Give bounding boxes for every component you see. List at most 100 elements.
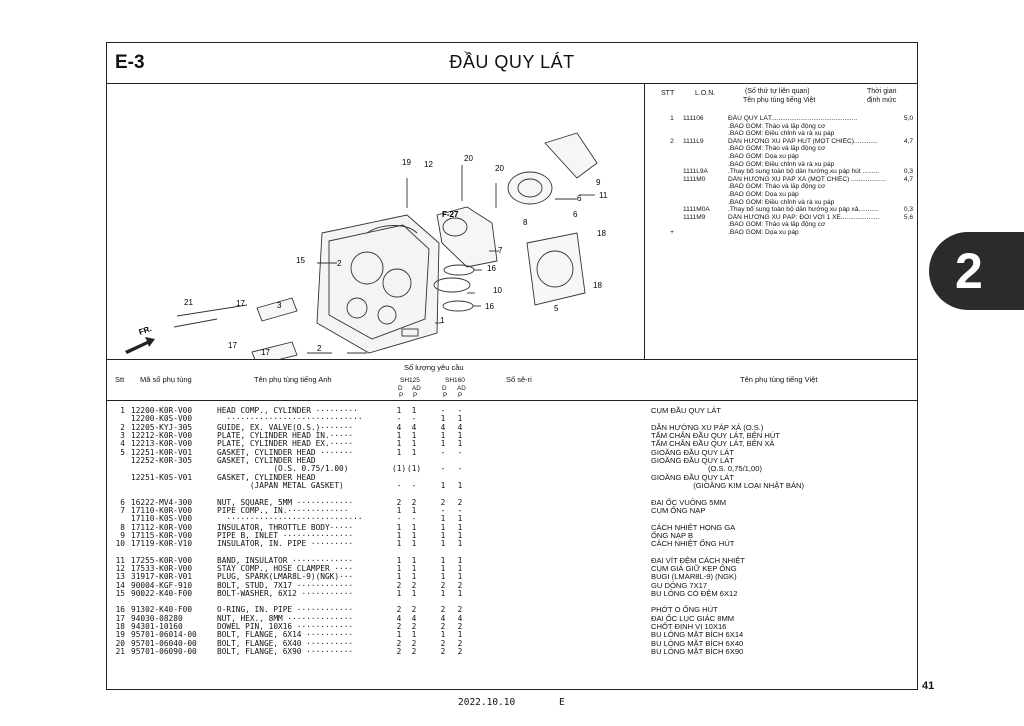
ref-cell-time: 4,7 [903, 175, 913, 183]
part-quantity: 1 [411, 555, 417, 565]
diagram-callout: 1 [440, 316, 445, 325]
part-number: 12252-K0R-305 [131, 456, 193, 466]
part-quantity: - [396, 481, 402, 491]
part-quantity: - [440, 505, 446, 515]
parts-header-p: P [443, 392, 448, 399]
diagram-callout: 18 [597, 229, 606, 238]
part-name-en: GUIDE, EX. VALVE(O.S.)······· [217, 422, 354, 432]
part-number: 17119-K0R-V10 [131, 539, 193, 549]
part-ref-number: 19 [115, 630, 125, 640]
part-name-en: INSULATOR, THROTTLE BODY····· [217, 522, 354, 532]
part-name-vn: ĐAI ỐC VUÔNG 5MM [651, 497, 727, 507]
part-quantity: (1) [407, 464, 422, 474]
part-quantity: 1 [457, 414, 463, 424]
part-name-en: NUT, HEX., 8MM ·············· [217, 613, 354, 623]
part-quantity: - [457, 447, 463, 457]
part-quantity: - [440, 447, 446, 457]
part-name-en: PIPE B, INLET ··············· [217, 530, 354, 540]
part-quantity: 1 [457, 563, 463, 573]
part-quantity: 1 [457, 589, 463, 598]
part-name-en: BOLT-WASHER, 6X12 ··········· [217, 589, 354, 598]
diagram-callout: 6 [573, 210, 578, 219]
part-ref-number: 12 [115, 563, 125, 573]
ref-cell-lon: 1111M0 [683, 175, 706, 183]
part-quantity: 1 [411, 630, 417, 640]
diagram-callout: 15 [296, 256, 305, 265]
part-quantity: 2 [457, 497, 463, 507]
part-name-vn: ĐAI ỐC LỤC GIÁC 8MM [651, 613, 735, 623]
part-quantity: 2 [411, 622, 417, 632]
ref-cell-desc: .BAO GỒM: Điều chỉnh và rà xu páp [728, 130, 835, 138]
ref-cell-stt: + [670, 229, 674, 236]
diagram-callout: 17 [261, 348, 270, 357]
part-name-vn: ĐAI VÍT ĐỆM CÁCH NHIỆT [651, 555, 745, 565]
part-number: 31917-K0R-V01 [131, 572, 193, 582]
part-quantity: - [440, 464, 446, 474]
part-number: 17112-K0R-V00 [131, 522, 193, 532]
part-quantity: 1 [396, 630, 402, 640]
part-quantity: 1 [411, 563, 417, 573]
page-title: ĐẦU QUY LÁT [449, 52, 575, 72]
part-quantity: 1 [396, 447, 402, 457]
part-ref-number: 1 [120, 406, 125, 415]
part-quantity: 2 [457, 638, 463, 648]
chapter-number: 2 [955, 243, 983, 299]
ref-cell-desc: DẪN HƯỚNG XU PÁP XẢ (MỘT CHIẾC) ........… [728, 175, 886, 183]
parts-header-qty: Số lượng yêu cầu [404, 363, 464, 372]
part-number: 90004-KGF-910 [131, 580, 193, 590]
section-code: E-3 [115, 52, 145, 73]
part-quantity: 1 [440, 630, 446, 640]
part-name-vn: BUGI (LMAR8L-9) (NGK) [651, 572, 737, 582]
ref-cell-stt: 1 [670, 115, 674, 122]
part-number: 16222-MV4-300 [131, 497, 193, 507]
part-quantity: - [396, 414, 402, 424]
part-quantity: 2 [440, 605, 446, 615]
diagram-callout: FR. [138, 324, 153, 337]
part-name-vn: TẤM CHẮN ĐẦU QUY LÁT, BÊN HÚT [651, 431, 780, 441]
part-quantity: 1 [396, 406, 402, 415]
part-quantity: 1 [411, 439, 417, 449]
part-quantity: 1 [440, 555, 446, 565]
part-quantity: 2 [396, 497, 402, 507]
part-number: 90022-K40-F00 [131, 589, 193, 598]
diagram-callout: 11 [599, 191, 608, 200]
part-name-en: HEAD COMP., CYLINDER ········· [217, 406, 358, 415]
diagram-callout: 7 [498, 246, 503, 255]
part-quantity: 4 [396, 613, 402, 623]
diagram-callout: 10 [493, 286, 502, 295]
part-quantity: 1 [457, 539, 463, 549]
part-ref-number: 8 [120, 522, 125, 532]
part-number: 12200-K0S-V00 [131, 414, 193, 424]
parts-header-p: P [413, 392, 418, 399]
part-quantity: 1 [411, 572, 417, 582]
parts-header-divider [107, 400, 917, 401]
part-name-vn: BU LÔNG MẶT BÍCH 6X14 [651, 630, 744, 640]
part-name-vn: GIOĂNG ĐẦU QUY LÁT [651, 447, 734, 457]
part-name-vn: GU DÔNG 7X17 [651, 580, 708, 590]
part-quantity: 1 [457, 630, 463, 640]
part-name-en: BAND, INSULATOR ············· [217, 555, 354, 565]
ref-cell-time: 0,3 [903, 206, 913, 214]
part-name-en: NUT, SQUARE, 5MM ············ [217, 497, 354, 507]
parts-header-name-vn: Tên phụ tùng tiếng Việt [740, 375, 818, 384]
part-quantity: 1 [457, 522, 463, 532]
part-number: 91302-K40-F00 [131, 605, 193, 615]
part-name-vn: DẪN HƯỚNG XU PÁP XẢ (O.S.) [651, 422, 764, 432]
diagram-callout: 17 [236, 299, 245, 308]
diagram-callout: 20 [464, 154, 473, 163]
part-name-vn: (O.S. 0,75/1,00) [651, 464, 762, 474]
ref-cell-desc: .BAO GỒM: Điều chỉnh và rà xu páp [728, 198, 835, 206]
part-quantity: - [457, 406, 463, 415]
part-quantity: 1 [440, 572, 446, 582]
ref-cell-lon: 1111L9A [683, 168, 708, 176]
parts-header-d: D [442, 385, 447, 392]
part-ref-number: 4 [120, 439, 125, 449]
part-quantity: 4 [411, 422, 417, 432]
part-name-en: DOWEL PIN, 10X16 ············ [217, 622, 354, 632]
part-quantity: 1 [396, 563, 402, 573]
